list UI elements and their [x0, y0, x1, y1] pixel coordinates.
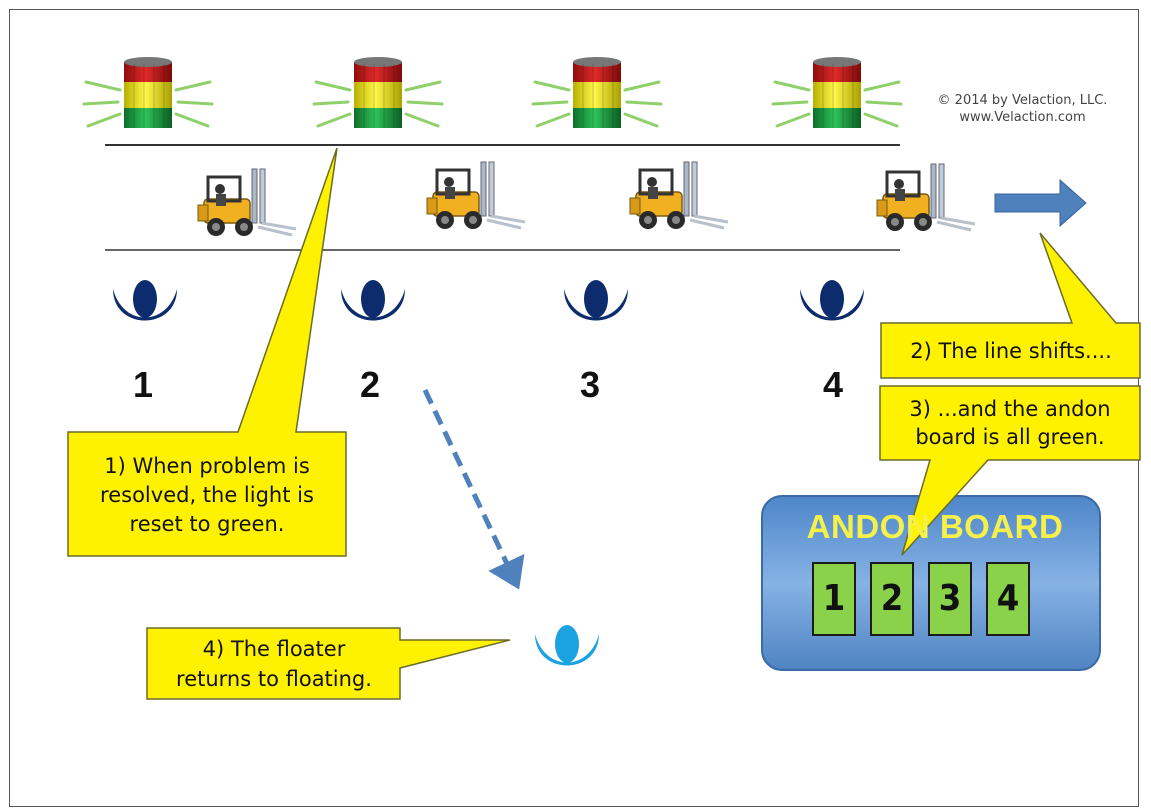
station-number-3: 3: [579, 364, 601, 405]
operator-2: [341, 280, 405, 321]
line-shift-arrow: [994, 178, 1087, 228]
callout-floater-text: 4) The floater returns to floating.: [149, 630, 399, 698]
andon-board-title: ANDON BOARD: [806, 508, 1064, 545]
callout-reset-line-2: resolved, the light is: [100, 482, 314, 507]
callout-andon-line-1: 3) ...and the andon: [909, 397, 1111, 421]
callout-floater-line-2: returns to floating.: [176, 667, 372, 691]
station-number-2: 2: [359, 364, 381, 405]
forklift-1: [196, 167, 298, 238]
andon-cell-4: 4: [986, 562, 1030, 636]
callout-reset-line-3: reset to green.: [129, 511, 285, 536]
forklift-2: [425, 160, 527, 231]
andon-cell-1: 1: [812, 562, 856, 636]
operator-4: [800, 280, 864, 321]
callout-reset-text: 1) When problem is resolved, the light i…: [70, 446, 344, 544]
callout-shift: [880, 232, 1141, 379]
callout-reset-line-1: 1) When problem is: [104, 453, 310, 478]
floater-path-arrow: [422, 388, 525, 590]
stack-light-1: [82, 55, 214, 130]
operator-3: [564, 280, 628, 321]
operator-1: [113, 280, 177, 321]
floater-operator: [535, 625, 599, 666]
copyright-line: © 2014 by Velaction, LLC.: [937, 93, 1108, 108]
stack-light-4: [771, 55, 903, 130]
callout-reset: [67, 147, 347, 557]
station-number-1: 1: [132, 364, 154, 405]
forklift-3: [628, 160, 730, 231]
callout-shift-text: 2) The line shifts....: [910, 338, 1112, 363]
andon-cell-3: 3: [928, 562, 972, 636]
copyright-credit: © 2014 by Velaction, LLC. www.Velaction.…: [915, 92, 1130, 126]
callout-floater-line-1: 4) The floater: [202, 637, 346, 661]
stack-light-3: [531, 55, 663, 130]
website-line: www.Velaction.com: [959, 110, 1086, 125]
station-number-4: 4: [822, 364, 844, 405]
callout-andon: [879, 385, 1141, 556]
andon-cell-2: 2: [870, 562, 914, 636]
callout-andon-line-2: board is all green.: [915, 425, 1105, 449]
callout-floater: [146, 627, 511, 700]
callout-andon-text: 3) ...and the andon board is all green.: [882, 388, 1138, 458]
forklift-4: [875, 162, 977, 233]
stack-light-2: [312, 55, 444, 130]
